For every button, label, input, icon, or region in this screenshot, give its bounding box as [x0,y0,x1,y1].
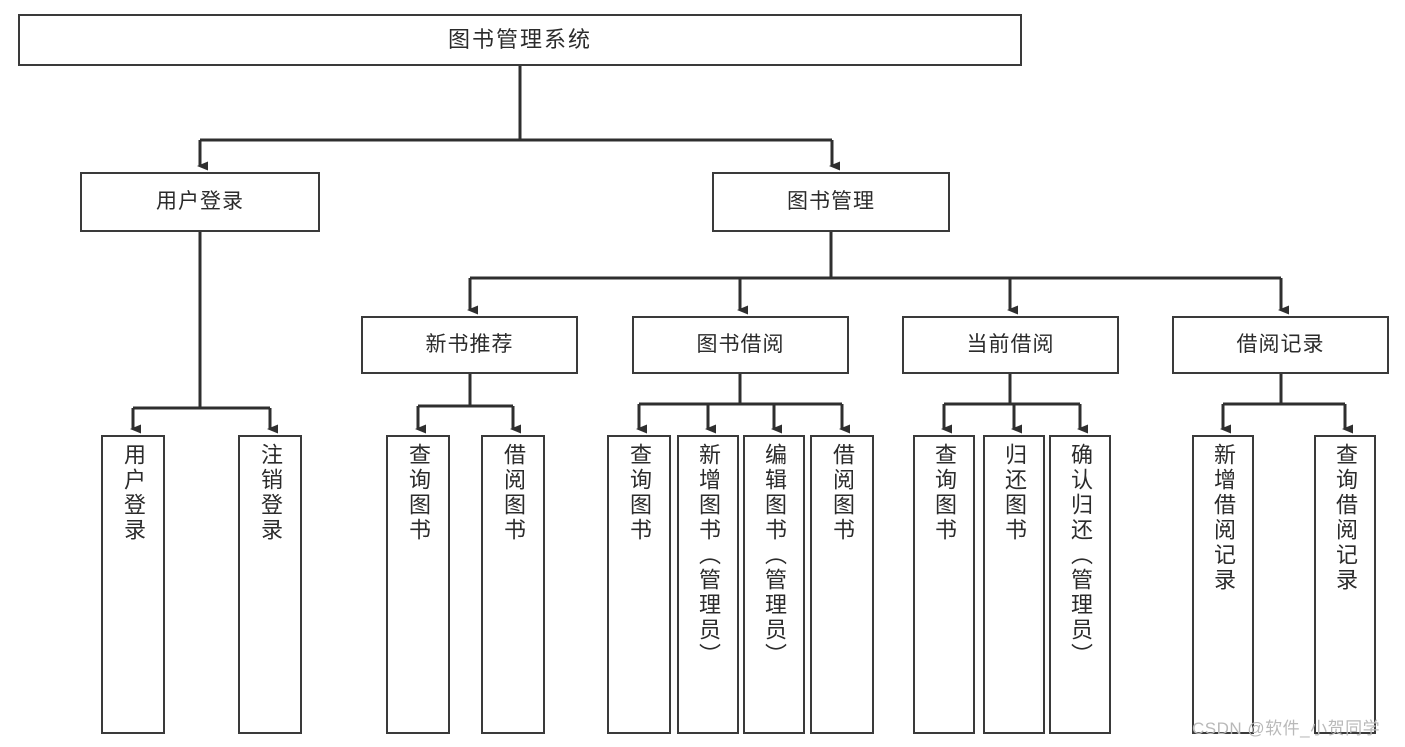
node-leaf-borrow-book-rec[interactable]: 借阅图书 [481,435,545,734]
watermark-text: CSDN @软件_小贺同学 [1192,719,1381,738]
node-leaf-return-book[interactable]: 归还图书 [983,435,1045,734]
node-root-system[interactable]: 图书管理系统 [18,14,1022,66]
node-book-borrow[interactable]: 图书借阅 [632,316,849,374]
node-user-login[interactable]: 用户登录 [80,172,320,232]
leaf-label: 确认归还（管理员） [1067,443,1093,668]
node-current-borrow[interactable]: 当前借阅 [902,316,1119,374]
node-leaf-edit-book-admin[interactable]: 编辑图书（管理员） [743,435,805,734]
node-borrow-record[interactable]: 借阅记录 [1172,316,1389,374]
leaf-label: 用户登录 [120,443,146,543]
node-leaf-confirm-return-admin[interactable]: 确认归还（管理员） [1049,435,1111,734]
leaf-label: 查询图书 [931,443,957,543]
leaf-label: 查询图书 [405,443,431,543]
node-leaf-add-borrow-record[interactable]: 新增借阅记录 [1192,435,1254,734]
leaf-label: 归还图书 [1001,443,1027,543]
leaf-label: 查询借阅记录 [1332,443,1358,593]
node-leaf-logout[interactable]: 注销登录 [238,435,302,734]
leaf-label: 借阅图书 [500,443,526,543]
leaf-label: 新增图书（管理员） [695,443,721,668]
node-leaf-user-login[interactable]: 用户登录 [101,435,165,734]
node-leaf-query-book-rec[interactable]: 查询图书 [386,435,450,734]
node-leaf-query-book-borrow[interactable]: 查询图书 [607,435,671,734]
leaf-label: 编辑图书（管理员） [761,443,787,668]
leaf-label: 新增借阅记录 [1210,443,1236,593]
leaf-label: 借阅图书 [829,443,855,543]
leaf-label: 注销登录 [257,443,283,543]
node-leaf-add-book-admin[interactable]: 新增图书（管理员） [677,435,739,734]
node-book-manage[interactable]: 图书管理 [712,172,950,232]
leaf-label: 查询图书 [626,443,652,543]
node-leaf-query-borrow-record[interactable]: 查询借阅记录 [1314,435,1376,734]
node-leaf-borrow-book[interactable]: 借阅图书 [810,435,874,734]
node-leaf-query-book-current[interactable]: 查询图书 [913,435,975,734]
node-new-book-recommend[interactable]: 新书推荐 [361,316,578,374]
